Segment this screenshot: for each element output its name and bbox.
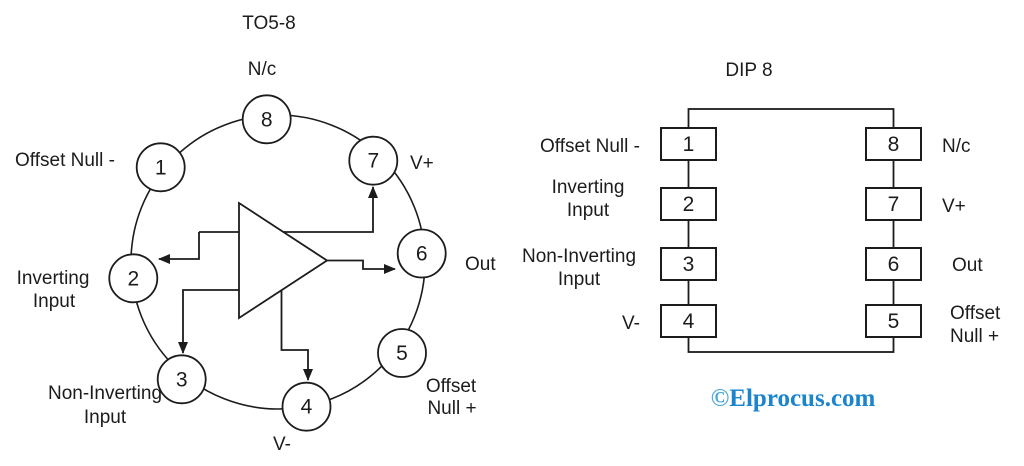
to5-pin-5-circle [377, 328, 427, 378]
non-inverting-input-arrow [178, 289, 239, 354]
to5-pin-6-number: 6 [416, 243, 428, 266]
opamp-triangle-icon [238, 201, 329, 320]
to5-pin-6-circle [396, 228, 447, 279]
to5-pin-numbers: 1 2 3 4 5 6 7 8 [127, 108, 427, 418]
dip8-pin-8-box [865, 127, 922, 161]
watermark: ©Elprocus.com [711, 385, 876, 412]
vplus-arrow [199, 186, 378, 233]
inverting-input-arrow [158, 232, 200, 264]
dip8-pin-5-label-line2: Null + [950, 326, 999, 347]
to5-pin-circles [108, 94, 447, 432]
dip8-pin-2-label-line1: Inverting [552, 177, 625, 198]
to5-pin-5-label-line2: Null + [427, 398, 476, 419]
dip8-pin-4-box [660, 304, 717, 338]
dip8-pin-8-label: N/c [942, 136, 971, 157]
dip8-package-diagram: DIP 8 1 2 3 4 8 7 6 [522, 60, 1001, 353]
to5-pin-7-number: 7 [367, 150, 379, 173]
dip8-pin-5-label-line1: Offset [950, 303, 1001, 324]
copyright-symbol: © [711, 385, 730, 412]
to5-pin-labels: Offset Null - Inverting Input Non-Invert… [15, 59, 496, 455]
to5-pin-2-label-line2: Input [33, 291, 76, 312]
dip8-pin-numbers: 1 2 3 4 8 7 6 5 [683, 133, 900, 333]
dip8-pin-6-box [865, 247, 922, 281]
to5-pin-3-label-line2: Input [84, 407, 127, 428]
dip8-pin-4-number: 4 [683, 310, 695, 333]
opamp-connection-arrows [158, 186, 396, 381]
dip8-pin-1-number: 1 [683, 133, 695, 156]
output-arrow [327, 259, 396, 274]
to5-pin-2-label-line1: Inverting [17, 268, 90, 289]
dip8-pin-5-number: 5 [888, 310, 900, 333]
to5-pin-8-circle [241, 94, 292, 145]
dip8-pin-7-box [865, 187, 922, 221]
dip8-title: DIP 8 [725, 60, 772, 81]
to5-pin-1-label: Offset Null - [15, 150, 115, 171]
dip8-pin-labels: Offset Null - Inverting Input Non-Invert… [522, 136, 1001, 347]
dip8-pin-1-label: Offset Null - [540, 136, 640, 157]
to5-pin-1-number: 1 [155, 156, 167, 179]
to5-pin-8-label: N/c [248, 59, 277, 80]
to5-pin-3-circle [156, 354, 207, 405]
dip8-pin-7-label: V+ [942, 196, 966, 217]
to5-pin-8-number: 8 [261, 108, 273, 131]
dip8-pin-3-label-line1: Non-Inverting [522, 246, 636, 267]
dip8-pin-5-box [865, 304, 922, 338]
to5-pin-5-number: 5 [396, 342, 408, 365]
to5-pin-7-circle [348, 135, 399, 186]
dip8-pin-6-number: 6 [888, 253, 900, 276]
to5-pin-3-number: 3 [176, 368, 188, 391]
to5-pin-1-circle [135, 142, 186, 193]
dip8-body-outline [687, 108, 895, 353]
dip8-pin-3-box [660, 247, 717, 281]
dip8-pin-8-number: 8 [888, 133, 900, 156]
to5-title: TO5-8 [242, 13, 296, 34]
dip8-pin-4-label: V- [622, 313, 640, 334]
dip8-pin-3-number: 3 [683, 253, 695, 276]
dip8-pin-1-box [660, 127, 717, 161]
dip8-pin-boxes [660, 127, 922, 338]
dip8-pin-3-label-line2: Input [558, 269, 601, 290]
dip8-pin-7-number: 7 [888, 193, 900, 216]
to5-package-diagram: TO5-8 [15, 13, 496, 455]
to5-pin-3-label-line1: Non-Inverting [48, 383, 162, 404]
to5-pin-4-circle [281, 381, 332, 432]
to5-pin-4-label: V- [273, 434, 291, 455]
to5-pin-6-label: Out [465, 254, 496, 275]
dip8-pin-2-label-line2: Input [567, 200, 610, 221]
dip8-pin-2-number: 2 [683, 193, 695, 216]
to5-pin-2-number: 2 [127, 267, 139, 290]
dip8-pin-6-label: Out [952, 255, 983, 276]
to5-pin-5-label-line1: Offset [426, 376, 477, 397]
to5-pin-2-circle [108, 253, 159, 304]
to5-pin-4-number: 4 [301, 396, 313, 419]
watermark-text: Elprocus.com [729, 385, 875, 412]
dip8-pin-2-box [660, 187, 717, 221]
vminus-arrow [280, 290, 313, 381]
to5-pin-7-label: V+ [410, 153, 434, 174]
